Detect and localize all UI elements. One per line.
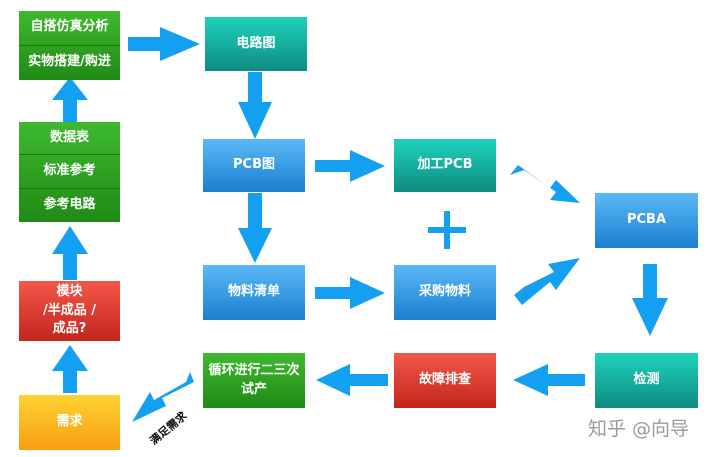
loop-line-2: 试产 [240, 381, 267, 397]
sim-build-box: 自搭仿真分析 实物搭建/购进 [19, 11, 120, 80]
fab-node: 加工PCB [394, 139, 496, 192]
arrow-purchase-to-pcba [514, 258, 580, 305]
sim-node: 自搭仿真分析 [19, 11, 120, 46]
module-node: 模块 /半成品 / 成品? [19, 281, 120, 341]
build-node: 实物搭建/购进 [28, 54, 111, 70]
module-line-3: 成品? [52, 321, 87, 337]
refcircuit-node: 参考电路 [43, 196, 96, 212]
reference-stack: 数据表 标准参考 参考电路 [19, 122, 120, 222]
plus-sign-v [444, 211, 450, 249]
arrow-schematic-to-pcb [238, 72, 272, 139]
schematic-node: 电路图 [205, 17, 307, 71]
watermark: 知乎 @向导 [588, 418, 690, 440]
debug-node: 故障排查 [394, 353, 496, 408]
arrow-demand-to-module [52, 345, 88, 393]
arrow-pcba-to-test [632, 264, 668, 336]
pcba-node: PCBA [595, 193, 698, 248]
bom-node: 物料清单 [203, 265, 305, 320]
datasheet-node: 数据表 [19, 122, 120, 156]
arrow-stack-to-sim [52, 77, 88, 122]
pcb-node: PCB图 [203, 139, 305, 192]
arrow-pcb-to-bom [238, 193, 272, 263]
arrow-pcb-to-fab [315, 150, 385, 182]
arrow-bom-to-purchase [315, 277, 385, 309]
arrow-test-to-debug [513, 364, 585, 396]
arrow-loop-to-demand [132, 372, 194, 422]
arrow-fab-to-pcba [510, 165, 580, 203]
standard-node: 标准参考 [19, 155, 120, 189]
loop-node: 循环进行二三次 试产 [203, 353, 305, 408]
arrow-module-to-stack [52, 226, 88, 280]
arrow-debug-to-loop [316, 364, 388, 396]
demand-node: 需求 [19, 395, 120, 450]
test-node: 检测 [595, 353, 698, 408]
module-line-1: 模块 [56, 283, 83, 299]
purchase-node: 采购物料 [394, 265, 496, 320]
loop-line-1: 循环进行二三次 [208, 362, 300, 378]
arrow-sim-to-schematic [128, 27, 200, 61]
module-line-2: /半成品 / [42, 302, 97, 318]
